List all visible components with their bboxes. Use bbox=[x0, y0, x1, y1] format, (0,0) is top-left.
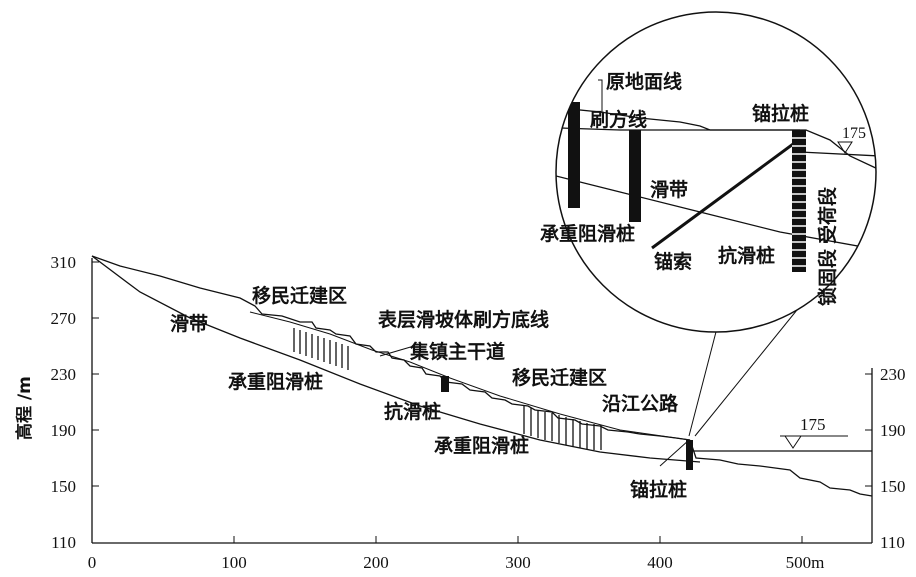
x-tick-label: 100 bbox=[221, 553, 247, 572]
surface-cut-label: 表层滑坡体刷方底线 bbox=[378, 308, 549, 331]
x-tick-label: 400 bbox=[647, 553, 673, 572]
inset-anchor-cable bbox=[651, 134, 805, 250]
slide-band-label: 滑带 bbox=[170, 313, 208, 335]
inset-water-level-label: 175 bbox=[842, 125, 866, 142]
slide-band-line bbox=[91, 255, 701, 463]
anchor-pile-leader bbox=[659, 439, 690, 467]
x-tick-label: 300 bbox=[505, 553, 531, 572]
main-road-leader bbox=[379, 345, 415, 357]
load-pile-label: 承重阻滑桩 bbox=[228, 370, 323, 393]
inset-anchor-pile-hatching bbox=[792, 137, 806, 267]
inset-load-pile bbox=[629, 130, 641, 222]
x-tick-label: 0 bbox=[88, 553, 97, 572]
resettle-zone-label: 移民迁建区 bbox=[252, 284, 347, 307]
inset-load-pile-label: 承重阻滑桩 bbox=[540, 222, 635, 245]
left-tick-label: 110 bbox=[51, 533, 76, 552]
left-tick-label: 310 bbox=[51, 253, 77, 272]
right-tick-label: 230 bbox=[880, 365, 906, 384]
axes: 310 270 230 190 150 110 230 190 150 110 … bbox=[14, 253, 906, 572]
left-tick-label: 230 bbox=[51, 365, 77, 384]
x-tick-label: 500m bbox=[786, 553, 825, 572]
inset-anchor-pile-label: 锚拉桩 bbox=[752, 102, 809, 125]
inset-load-pile bbox=[568, 102, 580, 208]
left-tick-label: 150 bbox=[51, 477, 77, 496]
right-tick-label: 150 bbox=[880, 477, 906, 496]
zoom-connector-left bbox=[688, 327, 718, 437]
load-pile-group-1 bbox=[293, 328, 349, 370]
inset-anchor-cable-label: 锚索 bbox=[654, 250, 692, 273]
riverbed-line bbox=[689, 439, 873, 497]
inset-loaded-segment-label: 受荷段 bbox=[816, 186, 839, 244]
inset-anchor-pile bbox=[792, 130, 806, 272]
ground-surface-line bbox=[91, 255, 691, 441]
inset-water-level-icon bbox=[837, 141, 853, 154]
inset-content bbox=[556, 102, 876, 272]
right-tick-label: 110 bbox=[880, 533, 905, 552]
anchor-pile-label: 锚拉桩 bbox=[630, 478, 687, 501]
left-tick-marks bbox=[92, 261, 99, 487]
anti-pile-label: 抗滑桩 bbox=[384, 400, 441, 423]
inset-original-ground-label: 原地面线 bbox=[606, 70, 682, 93]
load-pile-label: 承重阻滑桩 bbox=[434, 434, 529, 457]
surface-cut-base-line bbox=[249, 311, 691, 441]
left-tick-label: 270 bbox=[51, 309, 77, 328]
inset-anchored-segment-label: 锁固段 bbox=[816, 248, 839, 306]
right-tick-label: 190 bbox=[880, 421, 906, 440]
x-tick-label: 200 bbox=[363, 553, 389, 572]
y-axis-label: 高程 /m bbox=[14, 376, 35, 440]
river-road-label: 沿江公路 bbox=[602, 392, 679, 415]
inset-slide-band-label: 滑带 bbox=[650, 179, 688, 201]
resettle-zone-label: 移民迁建区 bbox=[512, 366, 607, 389]
inset-anti-pile-label: 抗滑桩 bbox=[718, 244, 775, 267]
water-level-marker-icon bbox=[784, 435, 802, 449]
load-pile-group-2 bbox=[523, 406, 602, 450]
inset-original-ground-leader bbox=[598, 79, 603, 112]
inset-cut-line-label: 刷方线 bbox=[590, 108, 647, 131]
right-tick-marks bbox=[865, 373, 872, 487]
anchor-pile bbox=[686, 440, 693, 470]
x-tick-marks bbox=[233, 536, 803, 543]
water-level-label: 175 bbox=[800, 415, 826, 434]
inset-water-line bbox=[799, 151, 876, 157]
main-road-label: 集镇主干道 bbox=[409, 340, 505, 363]
left-tick-label: 190 bbox=[51, 421, 77, 440]
anti-slide-pile bbox=[441, 376, 449, 392]
